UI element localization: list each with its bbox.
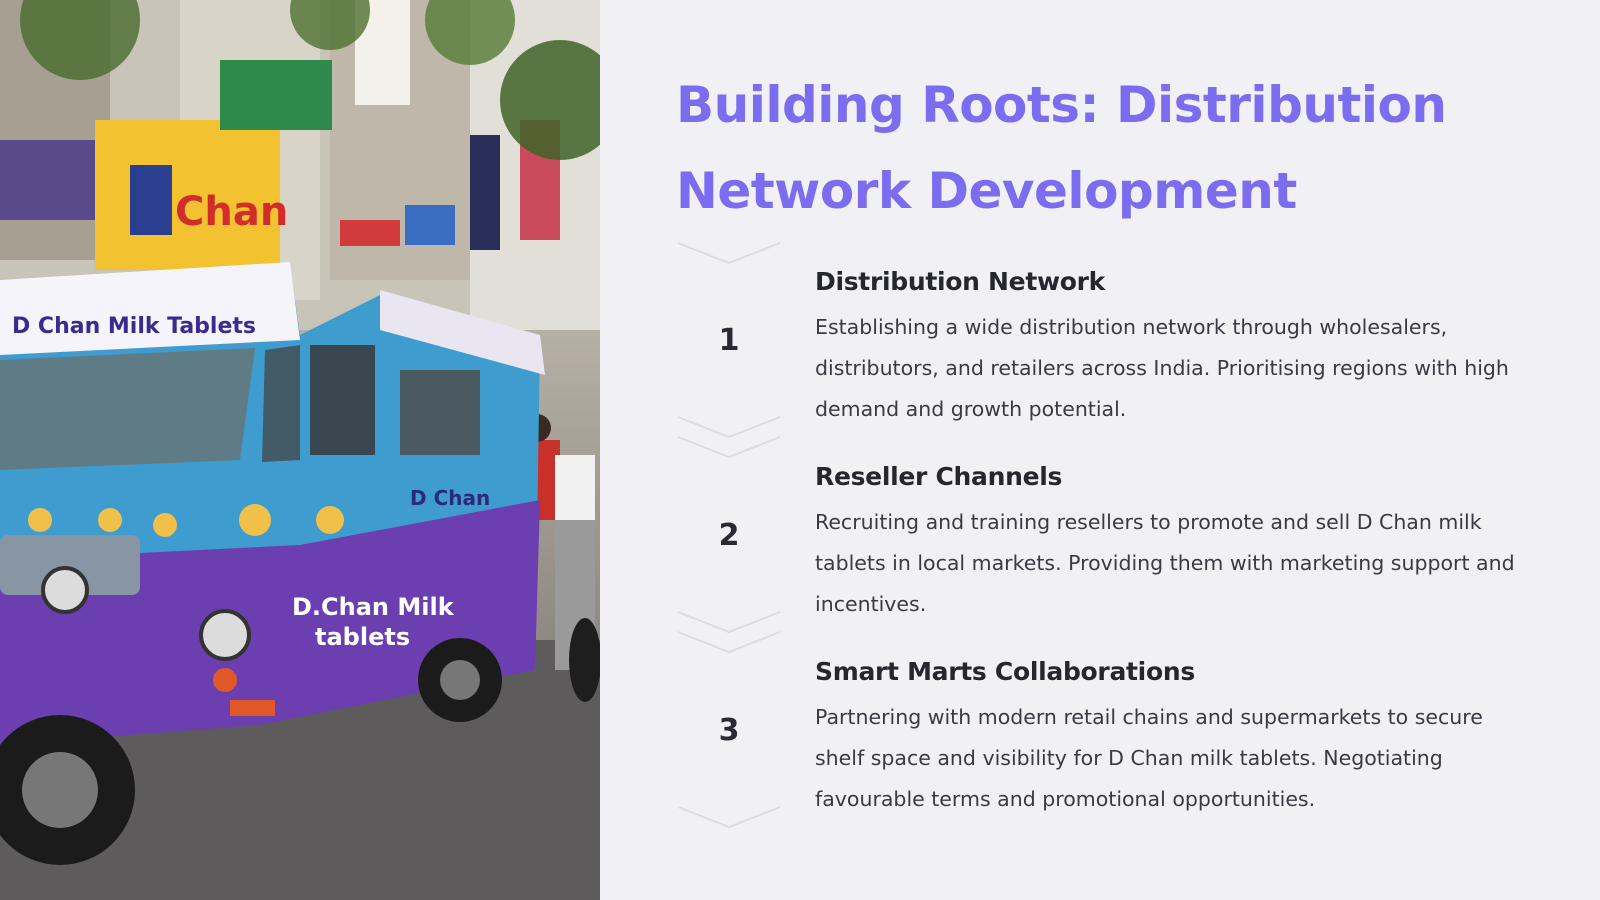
step-body: Recruiting and training resellers to pro… [815, 510, 1515, 616]
truck-side-brand: D Chan [410, 486, 490, 510]
truck-side-text-2: tablets [315, 623, 410, 651]
chevron-down-icon [676, 415, 782, 459]
milk-truck-illustration: Chan D Chan Milk Tablets D Chan [0, 0, 600, 900]
step-heading: Smart Marts Collaborations [815, 657, 1195, 686]
step-heading: Distribution Network [815, 267, 1105, 296]
step-number: 1 [718, 323, 740, 358]
step-body: Establishing a wide distribution network… [815, 315, 1509, 421]
slide-title: Building Roots: Distribution Network Dev… [676, 76, 1447, 220]
step-body: Partnering with modern retail chains and… [815, 705, 1483, 811]
step-number: 2 [718, 518, 740, 553]
shop-sign-text: Chan [175, 189, 288, 235]
truck-side-text-1: D.Chan Milk [292, 593, 455, 621]
chevron-down-icon [676, 805, 782, 831]
street-photo: Chan D Chan Milk Tablets D Chan [0, 0, 600, 900]
content-panel: Building Roots: Distribution Network Dev… [600, 0, 1600, 900]
truck-brand-text: D Chan Milk Tablets [12, 314, 256, 339]
chevron-down-icon [676, 610, 782, 654]
chevron-down-icon [676, 241, 782, 267]
step-number: 3 [718, 713, 740, 748]
step-heading: Reseller Channels [815, 462, 1063, 491]
